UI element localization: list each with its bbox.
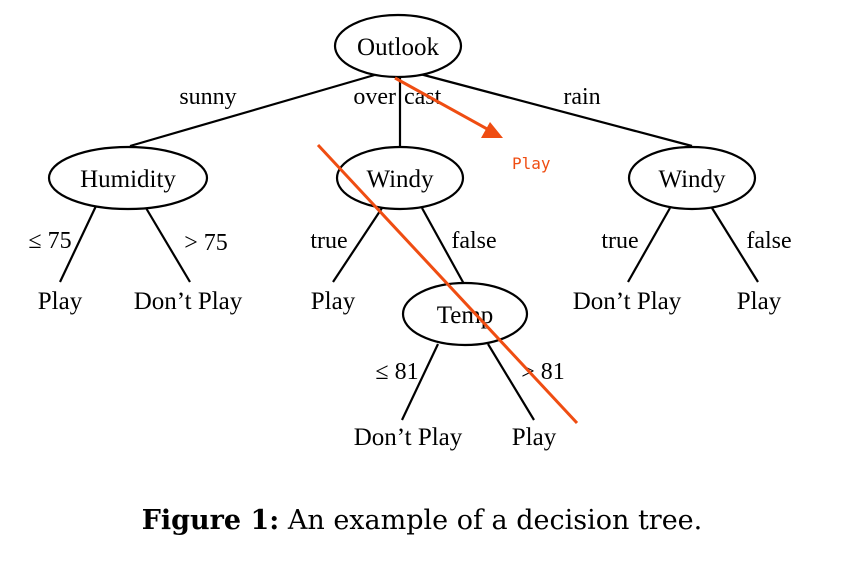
tree-edges — [59, 72, 759, 421]
node-humidity-label: Humidity — [80, 166, 176, 193]
node-outlook-label: Outlook — [357, 34, 439, 61]
edge-temp-dont — [401, 343, 439, 421]
edge-humidity-dont — [145, 207, 191, 283]
edge-outlook-windy-right — [419, 72, 693, 148]
annotation-arrow-shaft — [394, 76, 490, 132]
figure-caption-text: An example of a decision tree. — [287, 505, 703, 536]
leaf-temp-play: Play — [512, 424, 557, 451]
leaf-windy-mid-play: Play — [311, 288, 356, 315]
annotation-arrow-head — [481, 122, 503, 138]
edge-temp-play — [487, 343, 535, 421]
leaf-humidity-play: Play — [38, 288, 83, 315]
leaf-windy-right-dont-play: Don’t Play — [573, 288, 682, 315]
node-windy-right: Windy — [627, 145, 757, 211]
node-outlook: Outlook — [333, 13, 463, 79]
leaf-windy-right-play: Play — [737, 288, 782, 315]
annotation-overlay: Play — [316, 76, 579, 425]
edge-label-windy-right-true: true — [601, 228, 638, 254]
leaf-humidity-dont-play: Don’t Play — [134, 288, 243, 315]
node-temp: Temp — [401, 281, 529, 347]
edge-labels: sunny over cast rain ≤ 75 > 75 true fals… — [28, 84, 791, 385]
figure-caption-label: Figure 1: — [141, 505, 280, 536]
leaves: Play Don’t Play Play Don’t Play Play Don… — [38, 288, 782, 451]
node-windy-mid-label: Windy — [366, 166, 434, 193]
edge-humidity-play — [59, 205, 97, 283]
edge-label-humidity-gt: > 75 — [184, 230, 228, 256]
edge-windyright-play — [711, 207, 759, 283]
edge-outlook-humidity — [129, 72, 379, 148]
edge-label-overcast-part2: cast — [404, 84, 442, 110]
leaf-temp-dont-play: Don’t Play — [354, 424, 463, 451]
edge-windyright-dont — [627, 207, 671, 283]
edge-windymid-temp — [421, 207, 465, 285]
node-windy-right-label: Windy — [658, 166, 726, 193]
edge-label-windy-mid-false: false — [451, 228, 496, 254]
node-humidity: Humidity — [47, 145, 209, 211]
edge-label-sunny: sunny — [179, 84, 236, 110]
edge-label-temp-le: ≤ 81 — [375, 359, 418, 385]
annotation-label: Play — [512, 154, 551, 173]
figure-caption: Figure 1: An example of a decision tree. — [0, 505, 844, 536]
edge-label-humidity-le: ≤ 75 — [28, 228, 71, 254]
edge-label-rain: rain — [563, 84, 600, 110]
edge-label-overcast-part1: over — [353, 84, 396, 110]
edge-label-windy-mid-true: true — [310, 228, 347, 254]
edge-windymid-play — [332, 207, 383, 283]
annotation-strike-line — [316, 143, 579, 425]
edge-label-windy-right-false: false — [746, 228, 791, 254]
node-windy-mid: Windy — [335, 145, 465, 211]
